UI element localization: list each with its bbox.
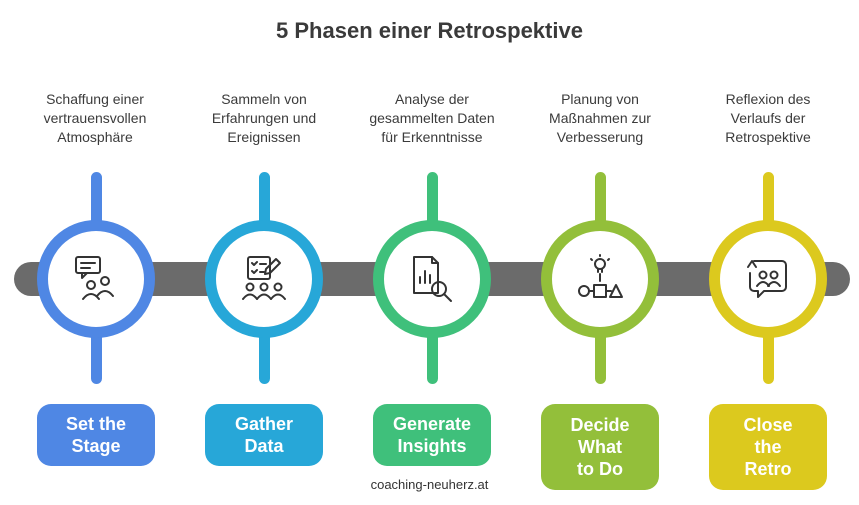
feedback-loop-icon bbox=[747, 260, 787, 298]
phase-1-stem-bottom bbox=[91, 318, 102, 384]
idea-shapes-icon bbox=[578, 254, 623, 298]
chat-people-icon bbox=[75, 256, 114, 300]
phase-4-stem-top bbox=[595, 172, 606, 242]
phase-5-label: Close the Retro bbox=[709, 404, 827, 490]
phase-3-description: Analyse der gesammelten Daten für Erkenn… bbox=[369, 91, 495, 145]
phase-4-stem-bottom bbox=[595, 318, 606, 384]
phase-1-label: Set the Stage bbox=[37, 404, 155, 466]
phase-5-stem-bottom bbox=[763, 318, 774, 384]
phase-2-stem-top bbox=[259, 172, 270, 242]
phase-1-description: Schaffung einer vertrauensvollen Atmosph… bbox=[43, 91, 147, 145]
phase-3-stem-bottom bbox=[427, 318, 438, 384]
footer-watermark: coaching-neuherz.at bbox=[370, 477, 489, 492]
phase-2-ring bbox=[205, 220, 323, 338]
phase-1-ring bbox=[37, 220, 155, 338]
phase-3-ring bbox=[373, 220, 491, 338]
phase-2-description: Sammeln von Erfahrungen und Ereignissen bbox=[211, 91, 317, 145]
phase-5-ring bbox=[709, 220, 827, 338]
phase-2-label: Gather Data bbox=[205, 404, 323, 466]
report-magnifier-icon bbox=[413, 256, 452, 302]
phase-2-stem-bottom bbox=[259, 318, 270, 384]
phase-5-description: Reflexion des Verlaufs der Retrospektive bbox=[725, 91, 811, 145]
phase-3-stem-top bbox=[427, 172, 438, 242]
phase-4-description: Planung von Maßnahmen zur Verbesserung bbox=[549, 91, 651, 145]
page-title: 5 Phasen einer Retrospektive bbox=[276, 18, 583, 43]
phase-4-ring bbox=[541, 220, 659, 338]
phase-1-stem-top bbox=[91, 172, 102, 242]
phase-5-stem-top bbox=[763, 172, 774, 242]
phase-4-label: Decide What to Do bbox=[541, 404, 659, 490]
phase-3-label: Generate Insights bbox=[373, 404, 491, 466]
checklist-team-icon bbox=[242, 256, 286, 300]
